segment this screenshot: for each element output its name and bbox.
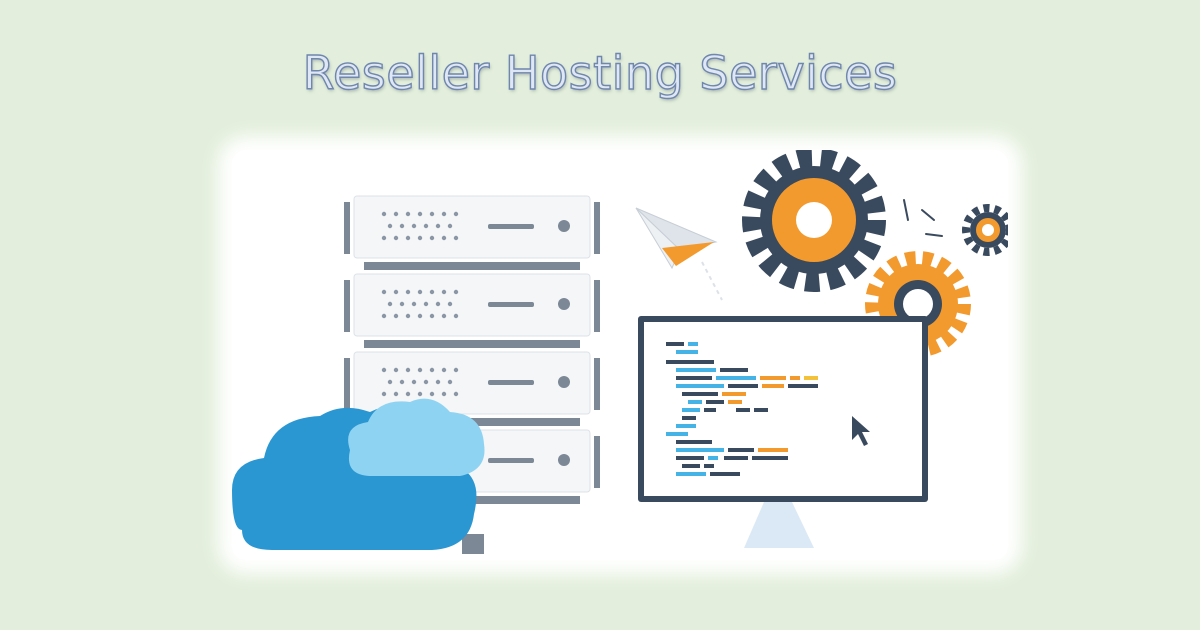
page-title: Reseller Hosting Services: [302, 45, 898, 100]
monitor-icon: [638, 316, 928, 548]
hosting-illustration: [232, 150, 1008, 560]
code-lines: [666, 342, 818, 476]
server-unit: [344, 195, 600, 270]
cloud-icon: [232, 398, 485, 550]
hosting-illustration-svg: [232, 150, 1008, 554]
paper-plane-icon: [635, 207, 723, 301]
server-unit: [344, 273, 600, 348]
mouse-cursor-icon: [852, 416, 870, 446]
gear-icon: [742, 150, 1008, 357]
